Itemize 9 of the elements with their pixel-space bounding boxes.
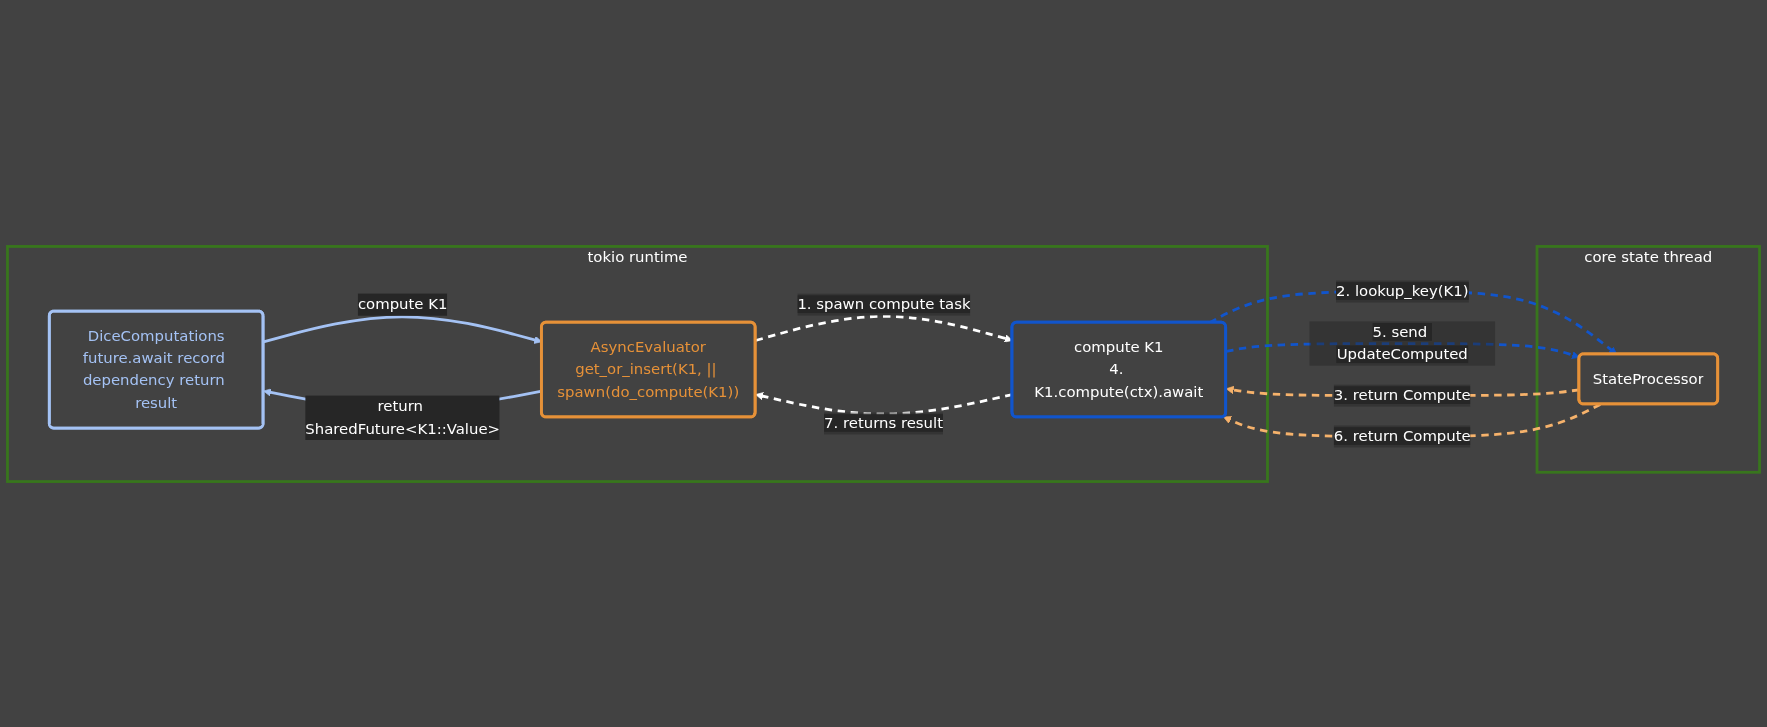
edge-label: 7. returns result	[824, 413, 943, 432]
edge-label: 5. send UpdateComputed	[1336, 322, 1468, 363]
arrow	[1225, 341, 1580, 359]
edge-label: 6. return Compute	[1333, 426, 1471, 445]
edge-label: 2. lookup_key(K1)	[1335, 281, 1469, 300]
edge-label: 3. return Compute	[1333, 385, 1471, 404]
edge-label: return SharedFuture<K1::Value>	[305, 396, 500, 437]
edge-label: 1. spawn compute task	[797, 294, 971, 313]
edge-label: compute K1	[357, 294, 448, 313]
